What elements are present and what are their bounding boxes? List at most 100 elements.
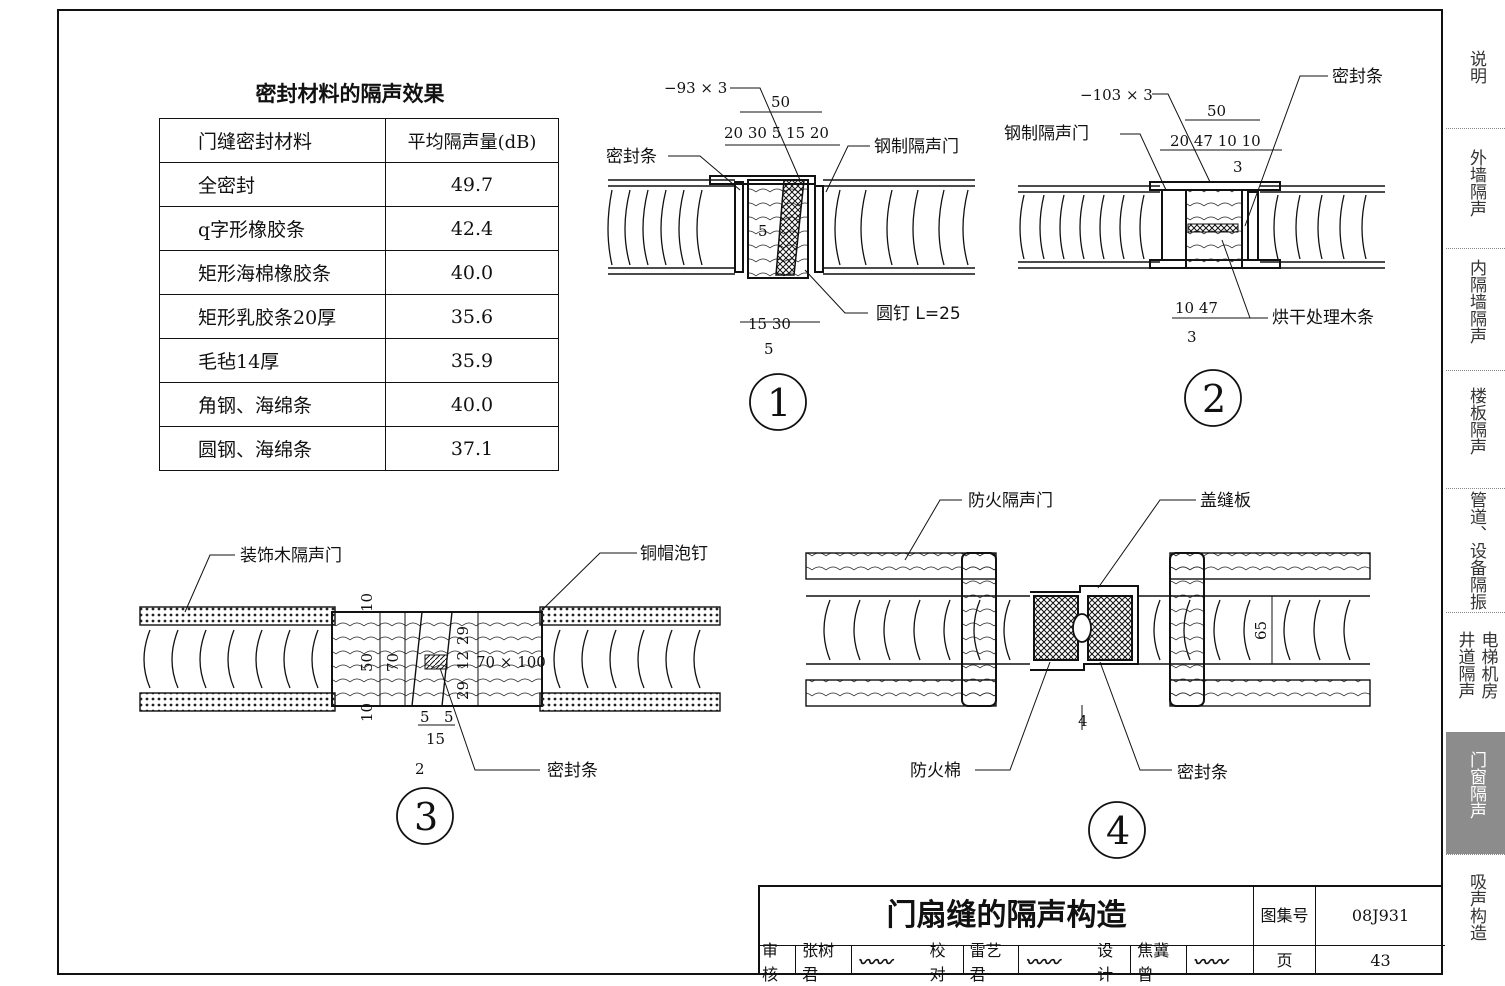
d3-door-label: 装饰木隔声门 (240, 546, 342, 566)
sidebar-tab-label: 吸声构造 (1466, 873, 1486, 941)
d2-dim-top: 20 47 10 10 (1170, 132, 1261, 150)
cell-material: 矩形海棉橡胶条 (159, 250, 386, 295)
cell-material: 圆钢、海绵条 (159, 426, 386, 471)
d1-dim-side: 5 (758, 222, 768, 240)
cell-value: 42.4 (385, 206, 559, 251)
reviewer-name: 张树君 (802, 940, 835, 984)
d2-dim-overall: 50 (1207, 102, 1226, 120)
d2-angle-label: −103 × 3 (1080, 86, 1153, 104)
detail-2 (1018, 75, 1385, 427)
sidebar-tab-absorption[interactable]: 吸声构造 (1446, 854, 1505, 976)
d3-dim-12: 12 (454, 651, 472, 670)
d2-seal-label: 密封条 (1332, 67, 1383, 87)
frame-block (709, 175, 816, 279)
atlas-no-value: 08J931 (1316, 887, 1445, 946)
d4-cotton-label: 防火棉 (910, 761, 961, 781)
d3-dim-70: 70 (384, 653, 402, 672)
detail-3-number: 3 (414, 795, 438, 839)
d3-dim-29b: 29 (454, 681, 472, 700)
cell-material: 矩形乳胶条20厚 (159, 294, 386, 339)
door-panel-left (607, 179, 744, 275)
detail-1-number: 1 (767, 381, 791, 425)
sidebar-tab-pipes[interactable]: 管道、设备隔振 (1446, 488, 1505, 612)
title-block: 门扇缝的隔声构造 图集号 08J931 页 43 审核 张树君 〰〰 校对 雷艺… (758, 885, 1445, 984)
review-label: 审核 (762, 940, 779, 984)
d3-dim-70x100: 70 × 100 (476, 653, 546, 671)
d3-seal-label: 密封条 (547, 761, 598, 781)
d1-seal-label: 密封条 (606, 147, 657, 167)
atlas-no-label: 图集号 (1254, 887, 1316, 946)
detail-3 (139, 552, 721, 845)
cell-material: 全密封 (159, 162, 386, 207)
sidebar-tab-label-a: 电梯机房 (1477, 631, 1498, 699)
d3-dim-5b: 5 (444, 708, 454, 726)
sidebar-tab-interior-wall[interactable]: 内隔墙隔声 (1446, 248, 1505, 370)
sidebar-tab-label: 门窗隔声 (1466, 751, 1486, 819)
d1-dim-overall: 50 (771, 93, 790, 111)
design-label: 设计 (1097, 940, 1114, 984)
detail-1 (607, 87, 975, 431)
sidebar-tab-label-b: 井道隔声 (1454, 631, 1475, 699)
drawing-frame (57, 9, 1443, 975)
d2-dim-bottom: 10 47 (1175, 299, 1218, 317)
d4-seal-label: 密封条 (1177, 763, 1228, 783)
d1-dim-top: 20 30 5 15 20 (724, 124, 829, 142)
d1-angle-label: −93 × 3 (664, 79, 727, 97)
sidebar-tab-description[interactable]: 说明 (1446, 10, 1505, 128)
d4-plate-label: 盖缝板 (1200, 491, 1251, 511)
table-title: 密封材料的隔声效果 (255, 82, 445, 106)
d3-dim-29: 29 (454, 626, 472, 645)
sidebar-tab-label: 外墙隔声 (1466, 149, 1486, 217)
reviewer-signature: 〰〰 (857, 953, 892, 973)
page-label: 页 (1254, 946, 1316, 975)
d1-door-label: 钢制隔声门 (874, 137, 959, 157)
d1-nail-label: 圆钉 L=25 (876, 304, 961, 324)
checker-name: 雷艺君 (969, 940, 1002, 984)
detail-4 (805, 499, 1371, 859)
sidebar-tab-exterior-wall[interactable]: 外墙隔声 (1446, 128, 1505, 248)
checker-signature: 〰〰 (1025, 953, 1060, 973)
d2-dim-mid: 3 (1233, 158, 1243, 176)
cell-value: 35.6 (385, 294, 559, 339)
sidebar-tab-label: 内隔墙隔声 (1466, 259, 1486, 344)
d1-dim-bottom: 15 30 (748, 315, 791, 333)
d3-dim-10b: 10 (358, 703, 376, 722)
cell-value: 40.0 (385, 250, 559, 295)
d4-dim-4: 4 (1078, 712, 1088, 730)
cell-material: q字形橡胶条 (159, 206, 386, 251)
sidebar-tab-label: 楼板隔声 (1466, 387, 1486, 455)
d3-dim-5a: 5 (420, 708, 430, 726)
d3-dim-15: 15 (426, 730, 445, 748)
cell-material: 毛毡14厚 (159, 338, 386, 383)
page-number: 43 (1370, 951, 1391, 970)
sidebar-tab-floor[interactable]: 楼板隔声 (1446, 370, 1505, 488)
d3-nail-label: 铜帽泡钉 (640, 544, 708, 564)
detail-2-number: 2 (1202, 377, 1226, 421)
sidebar-tab-label: 说明 (1466, 50, 1486, 84)
chapter-sidebar: 说明 外墙隔声 内隔墙隔声 楼板隔声 管道、设备隔振 井道隔声 电梯机房 门窗隔… (1446, 0, 1505, 986)
sidebar-tab-label: 管道、设备隔振 (1466, 491, 1486, 610)
cell-value: 49.7 (385, 162, 559, 207)
designer-signature: 〰〰 (1192, 953, 1227, 973)
sidebar-tab-doors-windows[interactable]: 门窗隔声 (1446, 732, 1505, 854)
d3-dim-2: 2 (415, 760, 425, 778)
drawing-title: 门扇缝的隔声构造 (760, 887, 1254, 946)
d4-door-label: 防火隔声门 (968, 491, 1053, 511)
check-label: 校对 (929, 940, 946, 984)
designer-name: 焦冀曾 (1137, 940, 1170, 984)
detail-drawings: −93 × 3 50 20 30 5 15 20 密封条 钢制隔声门 5 圆钉 … (139, 67, 1385, 859)
door-panel-right (814, 179, 975, 275)
d1-dim-bottom2: 5 (764, 340, 774, 358)
d3-dim-50: 50 (358, 653, 376, 672)
sidebar-tab-elevator[interactable]: 井道隔声 电梯机房 (1446, 612, 1505, 732)
d2-door-label: 钢制隔声门 (1004, 124, 1089, 144)
cell-material: 角钢、海绵条 (159, 382, 386, 427)
